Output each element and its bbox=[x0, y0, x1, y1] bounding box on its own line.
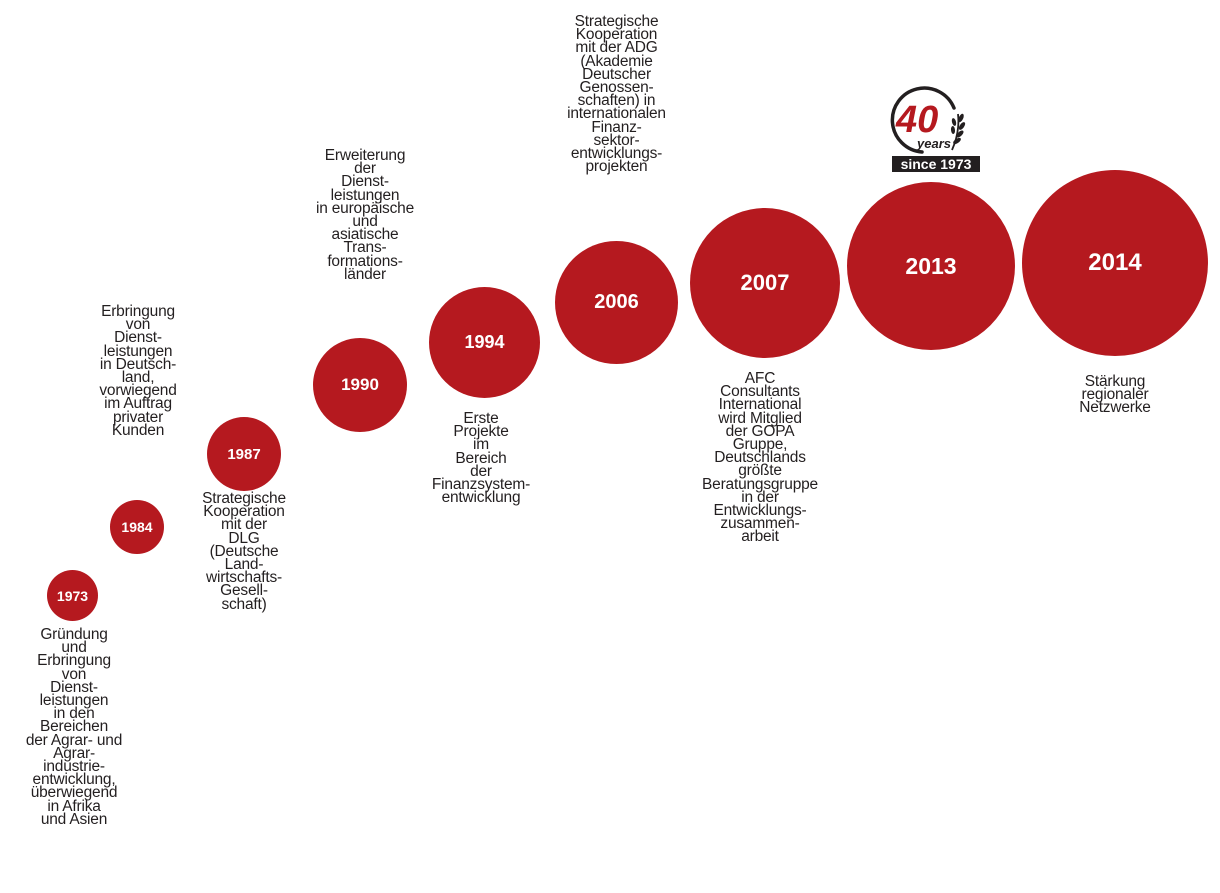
milestone-1987-description: Strategische Kooperation mit der DLG (De… bbox=[202, 490, 286, 613]
milestone-1984-description: Erbringung von Dienst- leistungen in Deu… bbox=[99, 303, 177, 439]
anniversary-badge: 40 years since 1973 bbox=[890, 86, 980, 172]
badge-ring bbox=[890, 86, 956, 154]
milestone-year: 1984 bbox=[121, 519, 153, 535]
milestone-year: 2007 bbox=[740, 270, 790, 295]
milestone-2006-description: Strategische Kooperation mit der ADG (Ak… bbox=[567, 13, 666, 176]
wheat-icon bbox=[950, 113, 966, 151]
milestone-year: 1973 bbox=[56, 587, 89, 604]
milestone-year: 1994 bbox=[464, 332, 505, 352]
milestone-1984-circle: 1984 bbox=[110, 500, 164, 554]
badge-banner bbox=[892, 156, 980, 172]
badge-unit: years bbox=[916, 136, 951, 151]
badge-number: 40 bbox=[895, 99, 938, 141]
milestone-1973-description: Gründung und Erbringung von Dienst- leis… bbox=[25, 626, 123, 828]
milestone-year: 1987 bbox=[227, 445, 261, 463]
milestone-1994-description: Erste Projekte im Bereich der Finanzsyst… bbox=[431, 410, 531, 507]
milestone-2006-circle: 2006 bbox=[555, 241, 678, 364]
milestone-2013-circle: 2013 bbox=[847, 182, 1015, 350]
milestone-year: 1990 bbox=[341, 375, 379, 394]
milestone-year: 2013 bbox=[905, 252, 957, 279]
milestone-1994-circle: 1994 bbox=[429, 287, 540, 398]
milestone-2014-circle: 2014 bbox=[1022, 170, 1208, 356]
milestone-2014-description: Stärkung regionaler Netzwerke bbox=[1079, 373, 1151, 417]
milestone-2007-description: AFC Consultants International wird Mitgl… bbox=[702, 370, 818, 546]
milestone-2007-circle: 2007 bbox=[690, 208, 840, 358]
milestone-1973-circle: 1973 bbox=[47, 570, 98, 621]
badge-since: since 1973 bbox=[901, 156, 972, 172]
milestone-1987-circle: 1987 bbox=[207, 417, 281, 491]
milestone-year: 2014 bbox=[1088, 249, 1142, 276]
milestone-year: 2006 bbox=[594, 291, 639, 313]
milestone-1990-circle: 1990 bbox=[313, 338, 407, 432]
milestone-1990-description: Erweiterung der Dienst- leistungen in eu… bbox=[315, 147, 415, 283]
